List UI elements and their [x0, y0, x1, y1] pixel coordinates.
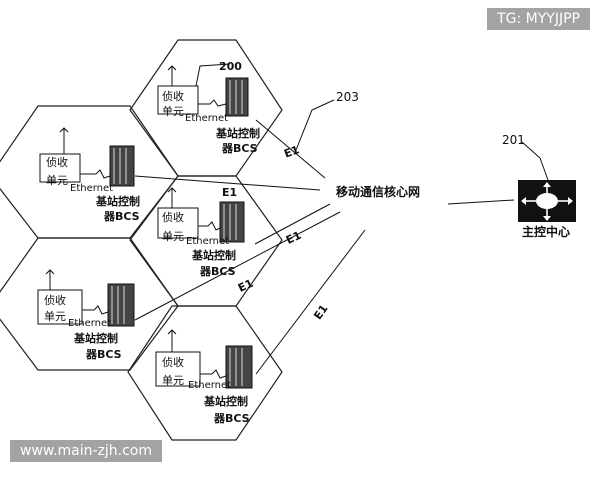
cell-lower-left-rx-label-2: 单元 [44, 310, 66, 323]
leader-203 [295, 99, 335, 151]
link-line-bottom [255, 229, 366, 375]
cell-lower-left-bcs-2: 器BCS [85, 348, 122, 361]
link-line-upper-left [134, 175, 321, 191]
cell-lower-left-bcs-1: 基站控制 [73, 331, 118, 345]
cell-upper-left-rx-label-2: 单元 [46, 174, 68, 187]
cell-bottom-bcs-2: 器BCS [213, 412, 250, 425]
link-label-lower-left: E1 [236, 277, 255, 295]
cell-bottom-rx-label-1: 侦收 [162, 355, 184, 369]
cell-top-tag: 200 [219, 60, 242, 73]
cell-upper-left-equipment [39, 127, 135, 187]
cell-center-rx-label-1: 侦收 [162, 210, 184, 224]
cell-center-equipment [157, 187, 245, 243]
link-label-upper-left: E1 [222, 186, 237, 199]
cell-lower-left-equipment [37, 269, 135, 327]
core-network-tag: 203 [336, 90, 359, 104]
watermark-website: www.main-zjh.com [10, 440, 163, 462]
hex-cell-upper-left [0, 105, 179, 239]
cell-upper-left-rx-label-1: 侦收 [46, 155, 68, 169]
cell-upper-left-bcs-2: 器BCS [103, 210, 140, 223]
link-line-top [255, 119, 326, 179]
cell-center-bcs-2: 器BCS [199, 265, 236, 278]
master-control-icon [518, 180, 576, 222]
cell-center-bcs-1: 基站控制 [191, 248, 236, 262]
cell-top-rx-label-1: 侦收 [162, 89, 184, 103]
cell-bottom-equipment [155, 329, 253, 389]
link-label-center: E1 [284, 229, 303, 247]
link-label-bottom: E1 [311, 302, 330, 322]
cell-top-bcs-1: 基站控制 [215, 126, 260, 140]
cell-top-rx-label-2: 单元 [162, 105, 184, 118]
cell-upper-left-ethernet: Ethernet [70, 183, 113, 194]
cell-top-equipment [157, 63, 249, 117]
cell-center-ethernet: Ethernet [186, 236, 229, 247]
cell-bottom-ethernet: Ethernet [188, 380, 231, 391]
leader-201 [521, 141, 549, 181]
hex-cell-bottom [127, 305, 283, 441]
cell-upper-left-bcs-1: 基站控制 [95, 194, 140, 208]
cell-top-ethernet: Ethernet [185, 113, 228, 124]
link-line-center [254, 203, 331, 245]
link-line-master [447, 199, 515, 205]
cell-bottom-rx-label-2: 单元 [162, 374, 184, 387]
cell-lower-left-ethernet: Ethernet [68, 318, 111, 329]
cell-bottom-bcs-1: 基站控制 [203, 394, 248, 408]
cell-top-bcs-2: 器BCS [221, 142, 258, 155]
master-control-tag: 201 [502, 133, 525, 147]
master-control-label: 主控中心 [522, 224, 570, 239]
cell-lower-left-rx-label-1: 侦收 [44, 293, 66, 307]
cell-center-rx-label-2: 单元 [162, 230, 184, 243]
link-label-top: E1 [282, 143, 301, 160]
link-line-lower-left [134, 211, 341, 321]
hex-cell-top [129, 39, 283, 177]
core-network-label: 移动通信核心网 [336, 184, 420, 199]
watermark-telegram: TG: MYYJJPP [487, 8, 590, 30]
